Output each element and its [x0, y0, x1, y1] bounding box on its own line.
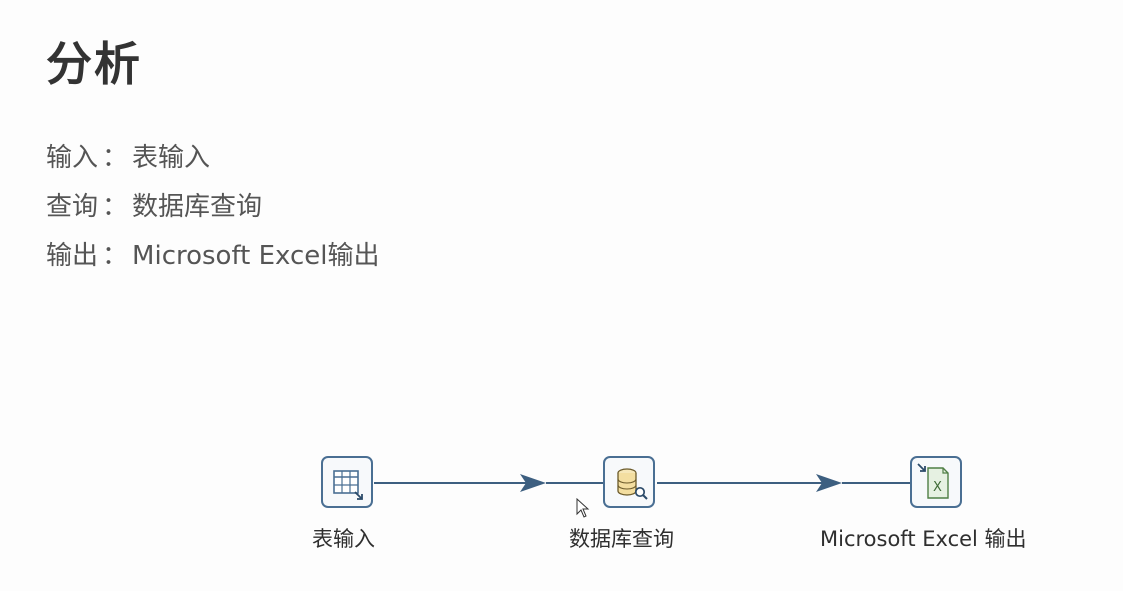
hop-2[interactable] — [657, 474, 910, 492]
query-label: 查询 — [46, 192, 99, 222]
analysis-list: 输入：表输入 查询：数据库查询 输出：Microsoft Excel输出 — [46, 134, 380, 281]
input-separator: ： — [102, 143, 129, 173]
page-title: 分析 — [46, 37, 142, 91]
step-excel-output[interactable]: X — [910, 456, 962, 508]
svg-text:X: X — [933, 480, 942, 495]
table-input-icon — [333, 470, 363, 500]
database-lookup-icon — [617, 468, 648, 500]
hop-1-arrow-icon — [520, 474, 546, 492]
input-label: 输入 — [46, 143, 99, 173]
output-line: 输出：Microsoft Excel输出 — [46, 232, 380, 281]
input-value: 表输入 — [132, 143, 211, 173]
step-table-input[interactable] — [321, 456, 373, 508]
query-value: 数据库查询 — [132, 192, 263, 222]
mouse-pointer-icon — [576, 498, 590, 518]
output-separator: ： — [102, 241, 129, 271]
step-database-lookup-label: 数据库查询 — [569, 527, 674, 551]
output-label: 输出 — [46, 241, 99, 271]
step-database-lookup[interactable] — [603, 456, 655, 508]
hop-1[interactable] — [374, 474, 603, 492]
query-separator: ： — [102, 192, 129, 222]
step-table-input-label: 表输入 — [312, 527, 375, 551]
hop-2-arrow-icon — [816, 474, 842, 492]
output-value: Microsoft Excel输出 — [132, 241, 380, 271]
step-excel-output-label: Microsoft Excel 输出 — [820, 527, 1027, 551]
excel-output-icon: X — [917, 463, 949, 499]
query-line: 查询：数据库查询 — [46, 183, 380, 232]
input-line: 输入：表输入 — [46, 134, 380, 183]
